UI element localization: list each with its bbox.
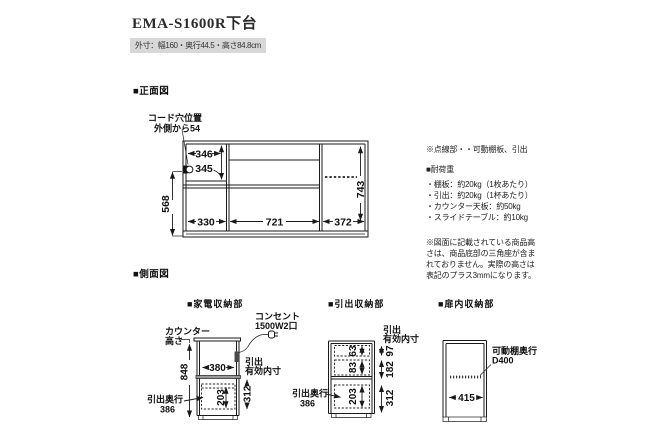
cord-hole-label-1: コード穴位置	[148, 112, 202, 123]
drawers-side-view-drawing: 63 83 203 97 182 312 引出 有効内寸 引出奥行 386	[292, 324, 419, 418]
dim-415: 415	[458, 393, 475, 404]
dim-848: 848	[180, 363, 191, 380]
load-item: ・スライドテーブル：約10kg	[426, 213, 528, 222]
height-note-line: れておりません。実際の高さは	[426, 260, 535, 270]
cord-hole-leader	[181, 129, 189, 165]
load-capacity-title: ■耐荷重	[426, 165, 455, 174]
height-note-line: 表記のプラス3mmになります。	[426, 271, 536, 281]
outer-dimensions-badge: 外寸：幅160・奥行44.5・高さ84.8cm	[130, 38, 266, 53]
dim-721: 721	[266, 217, 284, 229]
page-title: EMA-S1600R下台	[132, 16, 258, 32]
dim-345-leader	[213, 169, 222, 177]
dim-743: 743	[355, 181, 367, 199]
front-view-drawing: コード穴位置 外側から54 346 345 568 743 330	[148, 112, 369, 238]
dim-97: 97	[385, 345, 396, 357]
door-side-view-drawing: 415 可動棚奥行 D400	[442, 340, 537, 422]
drawer-depth-value: 386	[160, 405, 175, 415]
drawers-inner-label-2: 有効内寸	[383, 333, 419, 344]
dim-346: 346	[195, 149, 213, 161]
notes-block: ※点線部・・可動棚板、引出 ■耐荷重 ・棚板：約20kg（1枚あたり） ・引出：…	[426, 144, 586, 281]
appliance-side-view-drawing: カウンター 高さ 848 コンセント 1500W2口 380 203	[147, 312, 300, 420]
dim-83: 83	[348, 362, 359, 374]
drawer-inner-label-2: 有効内寸	[245, 365, 281, 376]
cord-hole-label-2: 外側から54	[153, 123, 200, 134]
dim-182: 182	[385, 361, 396, 378]
height-note-line: ※図面に記載されている商品高	[426, 238, 535, 247]
shelf-leader	[479, 364, 492, 376]
load-item: ・引出：約20kg（1杯あたり）	[426, 191, 533, 200]
drawers-depth-label: 引出奥行	[292, 388, 328, 399]
load-item: ・カウンター天板：約50kg	[426, 202, 521, 211]
drawer-inner-label-1: 引出	[245, 356, 263, 367]
dim-380: 380	[209, 363, 226, 374]
counter-height-label-1: カウンター	[165, 326, 210, 337]
load-item: ・棚板：約20kg（1枚あたり）	[426, 180, 533, 189]
shelf-depth-label-2: D400	[492, 356, 514, 366]
outlet-label-1: コンセント	[255, 312, 300, 322]
dim-203-drawers: 203	[348, 388, 359, 405]
drawer-depth-label: 引出奥行	[147, 394, 183, 405]
outlet-box	[234, 351, 239, 362]
drawer2-dashed	[334, 359, 370, 376]
drawer1-dashed	[334, 345, 370, 357]
drawers-inner-label-1: 引出	[383, 324, 401, 335]
dim-372: 372	[334, 217, 352, 229]
dim-568: 568	[160, 195, 172, 213]
cord-hole-icon	[183, 165, 194, 174]
power-plug-icon	[238, 330, 278, 353]
drawers-depth-value: 386	[300, 399, 315, 409]
dim-63: 63	[348, 345, 359, 357]
dim-330: 330	[197, 217, 215, 229]
counter-height-label-2: 高さ	[165, 335, 183, 346]
slide-table	[195, 375, 241, 379]
dim-345: 345	[195, 163, 213, 175]
dotted-line-note: ※点線部・・可動棚板、引出	[426, 145, 528, 154]
dim-312-drawers: 312	[385, 389, 396, 406]
front-view-label: ■正面図	[133, 86, 170, 97]
appliance-section-label: ■家電収納部	[187, 299, 244, 309]
shelf-depth-label-1: 可動棚奥行	[492, 345, 537, 356]
dim-203-appliance: 203	[216, 389, 227, 406]
drawer-section-label: ■引出収納部	[328, 299, 385, 309]
outlet-label-2: 1500W2口	[255, 321, 298, 331]
dim-312-appliance: 312	[243, 385, 254, 402]
side-view-label: ■側面図	[133, 269, 170, 280]
door-section-label: ■扉内収納部	[438, 299, 495, 309]
height-note-line: さは、商品底部の三角座が含ま	[426, 249, 536, 259]
